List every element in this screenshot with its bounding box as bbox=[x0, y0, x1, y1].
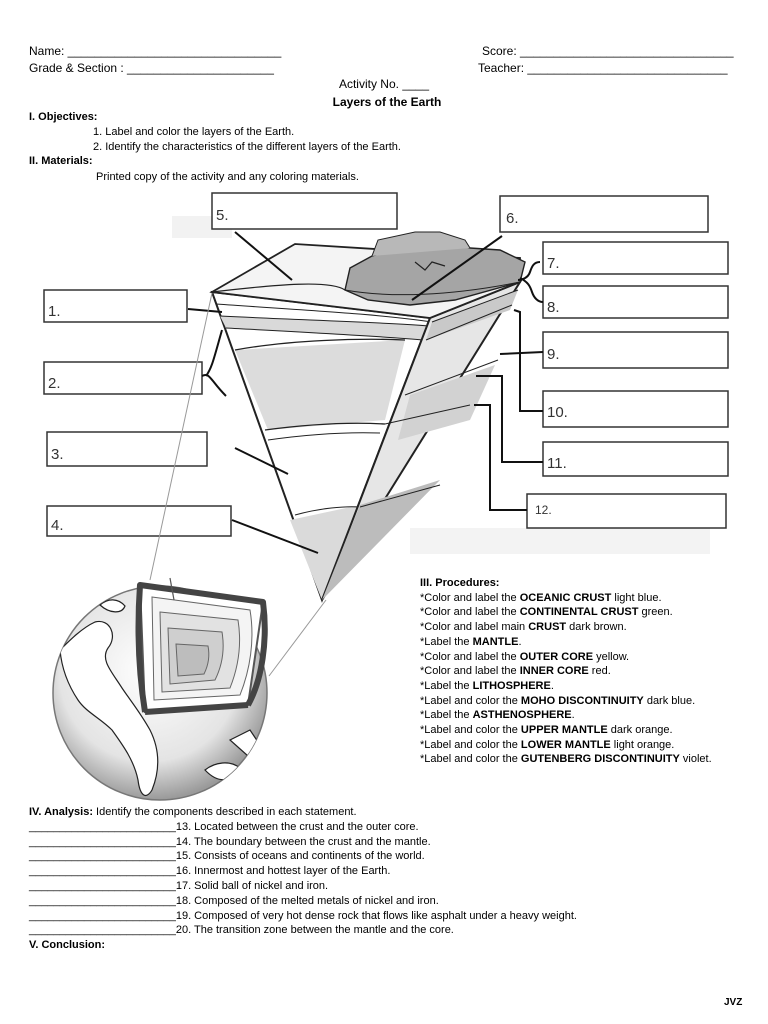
procedure-item: *Label and color the GUTENBERG DISCONTIN… bbox=[420, 753, 712, 766]
label-box-number: 8. bbox=[547, 299, 560, 316]
materials-heading: II. Materials: bbox=[29, 155, 93, 167]
answer-blank[interactable]: ________________________ bbox=[29, 909, 176, 922]
teacher-field-label: Teacher: ______________________________ bbox=[478, 61, 728, 75]
procedure-item: *Color and label main CRUST dark brown. bbox=[420, 621, 627, 634]
procedure-item: *Label the LITHOSPHERE. bbox=[420, 679, 554, 692]
analysis-item: ________________________15. Consists of … bbox=[29, 850, 425, 863]
score-field-label: Score: ________________________________ bbox=[482, 44, 734, 58]
ghost-shape bbox=[410, 528, 710, 554]
label-box-6[interactable]: 6. bbox=[499, 195, 709, 233]
label-box-10[interactable]: 10. bbox=[542, 390, 729, 428]
answer-blank[interactable]: ________________________ bbox=[29, 865, 176, 878]
earth-layers-diagram: 1. 2. 3. 4. 5. 6. 7. 8. 9. 10. 11. 12. bbox=[43, 192, 729, 801]
analysis-intro: Identify the components described in eac… bbox=[93, 806, 357, 818]
connector-line bbox=[268, 599, 327, 677]
label-box-7[interactable]: 7. bbox=[542, 241, 729, 275]
analysis-item: ________________________14. The boundary… bbox=[29, 835, 431, 848]
procedure-item: *Label and color the UPPER MANTLE dark o… bbox=[420, 724, 673, 737]
name-field-label: Name: ________________________________ bbox=[29, 44, 282, 58]
analysis-item: ________________________13. Located betw… bbox=[29, 820, 419, 833]
procedure-item: *Label and color the LOWER MANTLE light … bbox=[420, 738, 675, 751]
procedures-heading: III. Procedures: bbox=[420, 577, 500, 589]
label-box-number: 2. bbox=[48, 375, 61, 392]
analysis-item: ________________________18. Composed of … bbox=[29, 894, 439, 907]
objective-item: 1. Label and color the layers of the Ear… bbox=[93, 126, 295, 138]
analysis-item: ________________________20. The transiti… bbox=[29, 924, 454, 937]
procedures-section: III. Procedures: *Color and label the OC… bbox=[420, 576, 712, 767]
label-box-number: 11. bbox=[547, 455, 567, 472]
label-box-number: 12. bbox=[535, 503, 552, 517]
answer-blank[interactable]: ________________________ bbox=[29, 894, 176, 907]
label-box-2[interactable]: 2. bbox=[43, 361, 203, 395]
analysis-heading: IV. Analysis: bbox=[29, 806, 93, 818]
label-box-11[interactable]: 11. bbox=[542, 441, 729, 477]
procedure-item: *Color and label the INNER CORE red. bbox=[420, 665, 611, 678]
procedure-item: *Label the MANTLE. bbox=[420, 635, 522, 648]
procedures-list: *Color and label the OCEANIC CRUST light… bbox=[420, 591, 712, 767]
procedure-item: *Color and label the CONTINENTAL CRUST g… bbox=[420, 606, 673, 619]
answer-blank[interactable]: ________________________ bbox=[29, 879, 176, 892]
author-initials: JVZ bbox=[724, 997, 743, 1008]
earth-globe-cutaway bbox=[52, 577, 268, 801]
label-box-4[interactable]: 4. bbox=[46, 505, 232, 537]
label-box-1[interactable]: 1. bbox=[43, 289, 188, 323]
answer-blank[interactable]: ________________________ bbox=[29, 850, 176, 863]
objectives-heading: I. Objectives: bbox=[29, 111, 98, 123]
page-title: Layers of the Earth bbox=[332, 95, 442, 109]
label-box-number: 10. bbox=[547, 404, 568, 421]
label-box-number: 3. bbox=[51, 446, 64, 463]
activity-number: Activity No. ____ bbox=[338, 77, 430, 91]
analysis-item: ________________________19. Composed of … bbox=[29, 909, 577, 922]
label-box-number: 7. bbox=[547, 255, 560, 272]
procedure-item: *Label and color the MOHO DISCONTINUITY … bbox=[420, 694, 696, 707]
analysis-item: ________________________17. Solid ball o… bbox=[29, 879, 329, 892]
label-box-8[interactable]: 8. bbox=[542, 285, 729, 319]
analysis-heading-line: IV. Analysis: Identify the components de… bbox=[29, 805, 577, 820]
objective-item: 2. Identify the characteristics of the d… bbox=[93, 141, 401, 153]
procedure-item: *Color and label the OUTER CORE yellow. bbox=[420, 650, 630, 663]
analysis-item: ________________________16. Innermost an… bbox=[29, 865, 391, 878]
answer-blank[interactable]: ________________________ bbox=[29, 835, 176, 848]
procedure-item: *Color and label the OCEANIC CRUST light… bbox=[420, 591, 662, 604]
label-box-3[interactable]: 3. bbox=[46, 431, 208, 467]
label-box-number: 6. bbox=[506, 210, 519, 227]
label-box-number: 1. bbox=[48, 303, 61, 320]
procedure-item: *Label the ASTHENOSPHERE. bbox=[420, 709, 575, 722]
wedge-top-face bbox=[209, 231, 526, 319]
label-box-9[interactable]: 9. bbox=[542, 331, 729, 369]
leader-lines bbox=[187, 231, 544, 554]
label-box-number: 4. bbox=[51, 517, 64, 534]
conclusion-heading: V. Conclusion: bbox=[29, 939, 105, 952]
label-box-12[interactable]: 12. bbox=[526, 493, 727, 529]
grade-section-field-label: Grade & Section : ______________________ bbox=[29, 61, 274, 75]
label-box-number: 9. bbox=[547, 346, 560, 363]
label-box-number: 5. bbox=[216, 207, 229, 224]
answer-blank[interactable]: ________________________ bbox=[29, 820, 176, 833]
analysis-section: IV. Analysis: Identify the components de… bbox=[29, 805, 577, 953]
wedge-right-face bbox=[321, 279, 523, 601]
label-box-5[interactable]: 5. bbox=[211, 192, 398, 230]
answer-blank[interactable]: ________________________ bbox=[29, 924, 176, 937]
materials-text: Printed copy of the activity and any col… bbox=[96, 171, 359, 183]
connector-line bbox=[149, 292, 213, 581]
